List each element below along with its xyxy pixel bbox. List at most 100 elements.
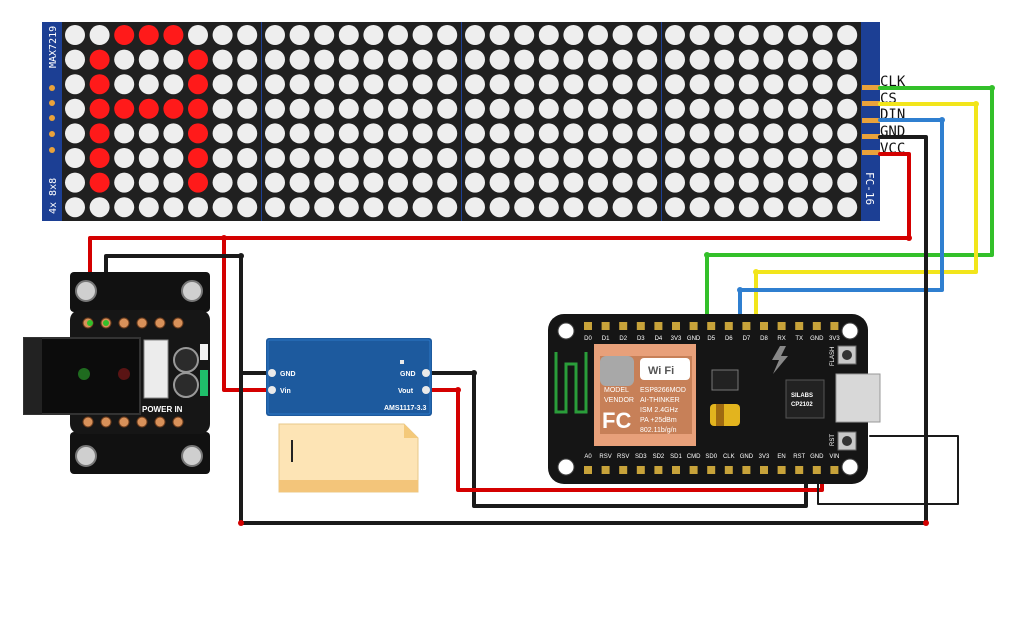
wire-clk-green xyxy=(705,86,994,325)
led-off xyxy=(163,49,184,70)
led-off xyxy=(689,172,710,193)
led-off xyxy=(738,98,759,119)
led-off xyxy=(412,172,433,193)
led-off xyxy=(289,49,310,70)
led-off xyxy=(138,49,159,70)
led-on xyxy=(89,148,110,168)
led-on xyxy=(138,98,159,119)
led-off xyxy=(338,25,359,45)
led-off xyxy=(538,148,559,168)
led-off xyxy=(465,25,485,45)
esp-bottom-pin xyxy=(654,466,663,474)
led-off xyxy=(812,148,833,168)
led-off xyxy=(588,197,608,218)
led-off xyxy=(763,25,784,45)
led-off xyxy=(388,123,408,144)
esp-top-pin-label: D5 xyxy=(707,336,715,342)
led-off xyxy=(363,98,384,119)
led-off xyxy=(437,148,458,168)
led-on xyxy=(89,172,110,193)
esp-top-pin-label: TX xyxy=(795,336,803,342)
esp-top-pin-label: GND xyxy=(687,336,701,342)
led-off xyxy=(514,123,535,144)
led-off xyxy=(563,74,584,95)
led-off xyxy=(163,123,184,144)
led-off xyxy=(689,25,710,45)
led-off xyxy=(763,172,784,193)
esp-bottom-pin xyxy=(584,466,592,474)
led-off xyxy=(665,25,685,45)
led-off xyxy=(637,49,658,70)
regulator-chip-label: AMS1117-3.3 xyxy=(384,405,427,412)
led-off xyxy=(563,25,584,45)
led-off xyxy=(338,148,359,168)
led-off xyxy=(265,197,285,218)
led-on xyxy=(89,49,110,70)
led-off xyxy=(637,197,658,218)
esp-bottom-pin xyxy=(724,466,733,474)
led-off xyxy=(538,172,559,193)
led-off xyxy=(689,74,710,95)
wire-vout-regulator xyxy=(428,388,824,492)
led-off xyxy=(714,49,735,70)
led-off xyxy=(437,123,458,144)
led-off xyxy=(563,197,584,218)
led-off xyxy=(788,98,808,119)
led-off xyxy=(489,74,510,95)
led-on xyxy=(89,123,110,144)
led-off xyxy=(738,123,759,144)
led-off xyxy=(714,123,735,144)
led-off xyxy=(437,49,458,70)
led-off xyxy=(465,49,485,70)
wire-junctions xyxy=(221,85,995,526)
led-off xyxy=(314,98,335,119)
led-off xyxy=(212,25,233,45)
led-off xyxy=(338,98,359,119)
led-off xyxy=(738,49,759,70)
led-off xyxy=(637,25,658,45)
led-off xyxy=(437,25,458,45)
led-on xyxy=(89,98,110,119)
led-off xyxy=(465,74,485,95)
led-off xyxy=(588,25,608,45)
led-off xyxy=(237,123,258,144)
led-off xyxy=(689,123,710,144)
led-off xyxy=(289,25,310,45)
led-off xyxy=(412,197,433,218)
led-off xyxy=(812,123,833,144)
fcc-logo: FC xyxy=(602,408,631,433)
led-off xyxy=(338,197,359,218)
led-off xyxy=(538,49,559,70)
led-off xyxy=(338,172,359,193)
led-off xyxy=(788,49,808,70)
led-off xyxy=(637,123,658,144)
led-off xyxy=(237,25,258,45)
led-off xyxy=(665,148,685,168)
led-off xyxy=(763,148,784,168)
led-off xyxy=(514,148,535,168)
led-off xyxy=(812,74,833,95)
mounting-hole xyxy=(181,445,203,467)
regulator-gnd-out-label: GND xyxy=(400,371,416,378)
led-off xyxy=(437,74,458,95)
led-off xyxy=(314,74,335,95)
led-off xyxy=(563,49,584,70)
led-off xyxy=(689,148,710,168)
led-off xyxy=(812,197,833,218)
led-off xyxy=(489,148,510,168)
module-line-maker: AI-THINKER xyxy=(640,397,680,404)
led-off xyxy=(437,197,458,218)
led-off xyxy=(437,172,458,193)
led-off xyxy=(588,123,608,144)
led-on xyxy=(163,25,184,45)
esp-bottom-pin-label: SD0 xyxy=(705,454,717,460)
esp-top-pin-label: D1 xyxy=(602,336,610,342)
led-off xyxy=(163,74,184,95)
led-off xyxy=(388,49,408,70)
led-off xyxy=(812,25,833,45)
esp-top-pin-label: D7 xyxy=(743,336,751,342)
led-off xyxy=(788,172,808,193)
